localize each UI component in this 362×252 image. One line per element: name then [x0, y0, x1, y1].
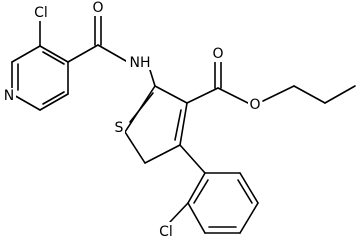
bond [149, 69, 156, 87]
atom-label-cl-phenyl: Cl [159, 224, 173, 240]
bond [324, 85, 356, 104]
bond [217, 87, 249, 104]
atom-label-layer: Cl N O NH O O S Cl [2, 0, 262, 240]
bond [42, 91, 65, 105]
bond [11, 45, 41, 63]
bond [179, 102, 188, 146]
bond [124, 131, 146, 164]
bond [186, 87, 219, 104]
atom-label-n-pyridine: N [4, 88, 14, 104]
bond [174, 109, 182, 141]
bond [193, 179, 209, 204]
bond [11, 93, 41, 111]
bond [187, 202, 206, 234]
atom-label-cl-pyridine: Cl [34, 5, 48, 21]
bond [97, 44, 127, 62]
atom-label-o-ester-ether: O [249, 97, 260, 113]
bond [39, 45, 69, 63]
bond-layer [11, 15, 356, 234]
bond [293, 85, 326, 104]
atom-label-o-ester-carbonyl: O [212, 46, 223, 62]
bond [262, 85, 295, 102]
bond [42, 51, 65, 65]
bond [144, 144, 181, 164]
bond [239, 202, 259, 234]
bond [179, 144, 206, 174]
atom-label-s-thiophene: S [115, 120, 124, 136]
bond [39, 93, 69, 111]
bond [129, 92, 154, 123]
atom-label-nh-amide: NH [130, 55, 151, 71]
atom-label-o-amide: O [92, 0, 103, 16]
bond [237, 179, 253, 204]
bond [67, 44, 99, 63]
bond [169, 202, 189, 223]
bond [239, 172, 259, 204]
bond [187, 172, 206, 204]
bond [154, 85, 188, 104]
